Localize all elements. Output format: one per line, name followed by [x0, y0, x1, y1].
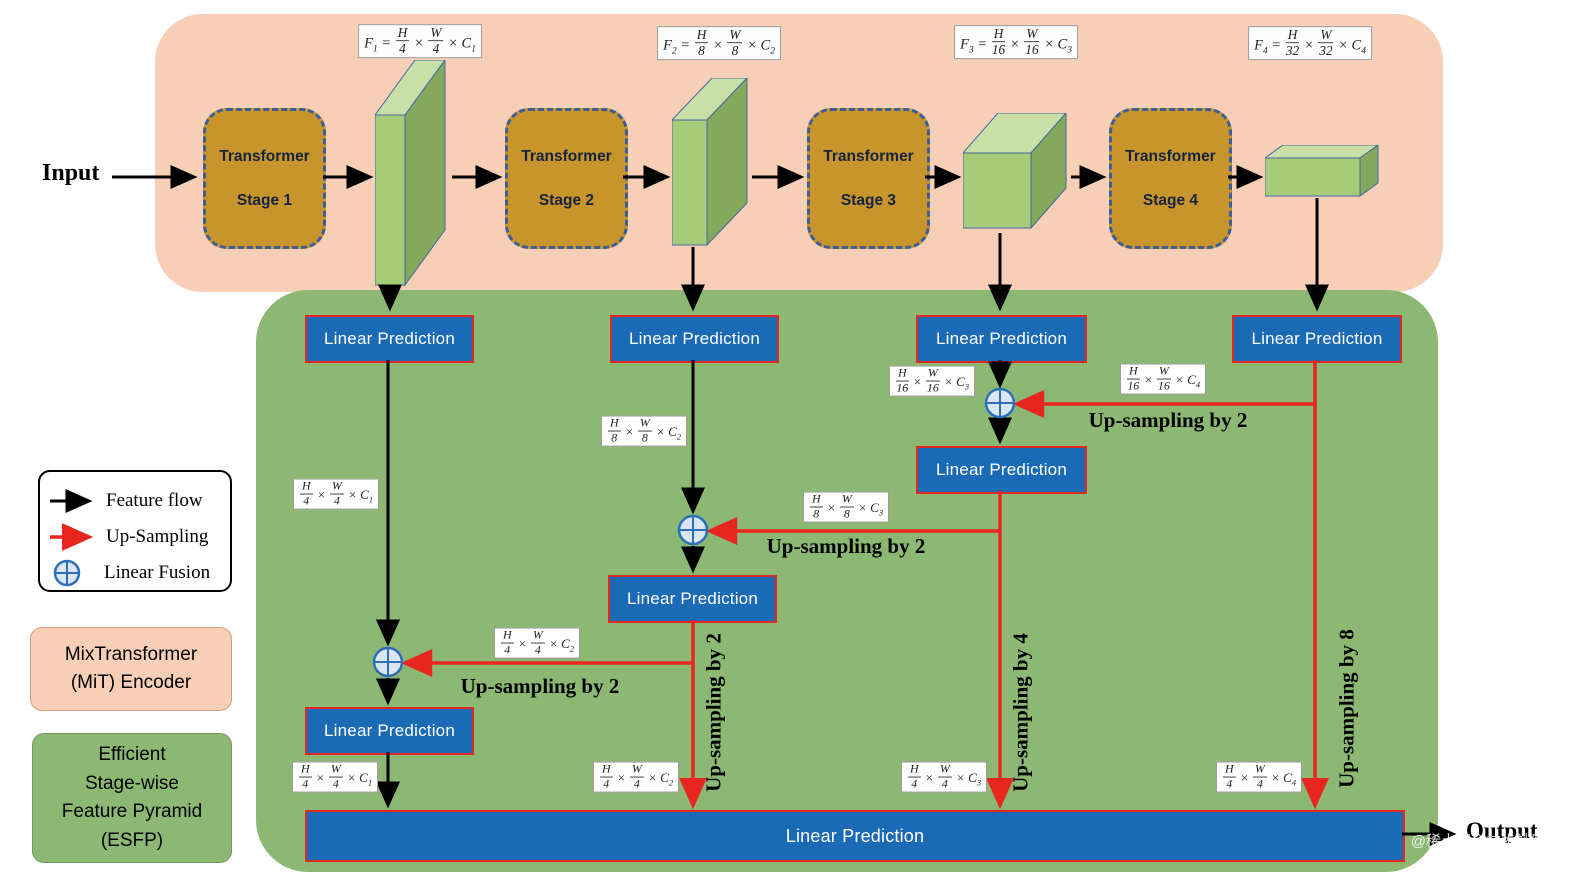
feature-map-f2	[672, 78, 748, 247]
linear-prediction-2-top: Linear Prediction	[610, 315, 779, 363]
transformer-stage-2: Transformer Stage 2	[505, 108, 628, 249]
upsampling-by-2-label-col2: Up-sampling by 2	[460, 674, 620, 698]
linear-prediction-4-top: Linear Prediction	[1232, 315, 1402, 363]
upsampling-by-2-label-col3: Up-sampling by 2	[766, 534, 926, 558]
stage-title: Transformer	[521, 147, 612, 165]
esfp-line2: Stage-wise	[85, 772, 179, 794]
esfp-line4: (ESFP)	[100, 829, 164, 851]
mit-encoder-line1: MixTransformer	[64, 643, 198, 665]
transformer-stage-4: Transformer Stage 4	[1109, 108, 1232, 249]
feature-map-f3	[963, 113, 1067, 230]
input-label: Input	[42, 160, 100, 186]
linear-prediction-2-mid: Linear Prediction	[608, 575, 777, 623]
upsampling-by-2-vertical-label: Up-sampling by 2	[701, 633, 726, 792]
stage-number: Stage 1	[236, 191, 293, 209]
esfp-line1: Efficient	[98, 744, 166, 765]
upsampling-by-2-label-col4: Up-sampling by 2	[1088, 408, 1248, 432]
mit-encoder-box: MixTransformer (MiT) Encoder	[30, 627, 232, 711]
transformer-stage-1: Transformer Stage 1	[203, 108, 326, 249]
output-label: Output	[1466, 818, 1538, 843]
upsampling-by-4-vertical-label: Up-sampling by 4	[1008, 633, 1033, 792]
linear-prediction-3-mid: Linear Prediction	[916, 446, 1087, 494]
stage-number: Stage 2	[538, 191, 595, 209]
mit-encoder-line2: (MiT) Encoder	[70, 672, 192, 693]
linear-prediction-3-top: Linear Prediction	[916, 315, 1087, 363]
watermark: @稀土掘金技术社区 aiqianji.com	[1411, 832, 1546, 875]
legend-linear-fusion-label: Linear Fusion	[104, 562, 211, 583]
stage-number: Stage 3	[840, 191, 897, 209]
transformer-stage-3: Transformer Stage 3	[807, 108, 930, 249]
feature-map-f1	[375, 60, 446, 287]
stage-number: Stage 4	[1142, 191, 1199, 209]
watermark-line2: aiqianji.com	[1430, 852, 1526, 873]
stage-title: Transformer	[219, 147, 310, 165]
upsampling-by-8-vertical-label: Up-sampling by 8	[1334, 629, 1359, 788]
watermark-line1: @稀土掘金技术社区	[1410, 833, 1546, 851]
feature-map-f4	[1265, 145, 1379, 197]
esfp-line3: Feature Pyramid	[61, 801, 203, 822]
esfp-box: Efficient Stage-wise Feature Pyramid (ES…	[32, 733, 232, 863]
linear-prediction-final: Linear Prediction	[305, 810, 1405, 862]
stage-title: Transformer	[823, 147, 914, 165]
linear-prediction-1-top: Linear Prediction	[305, 315, 474, 363]
stage-title: Transformer	[1125, 147, 1216, 165]
legend-feature-flow-label: Feature flow	[106, 490, 203, 511]
legend-up-sampling-label: Up-Sampling	[106, 526, 209, 547]
linear-prediction-1-mid: Linear Prediction	[305, 707, 474, 755]
